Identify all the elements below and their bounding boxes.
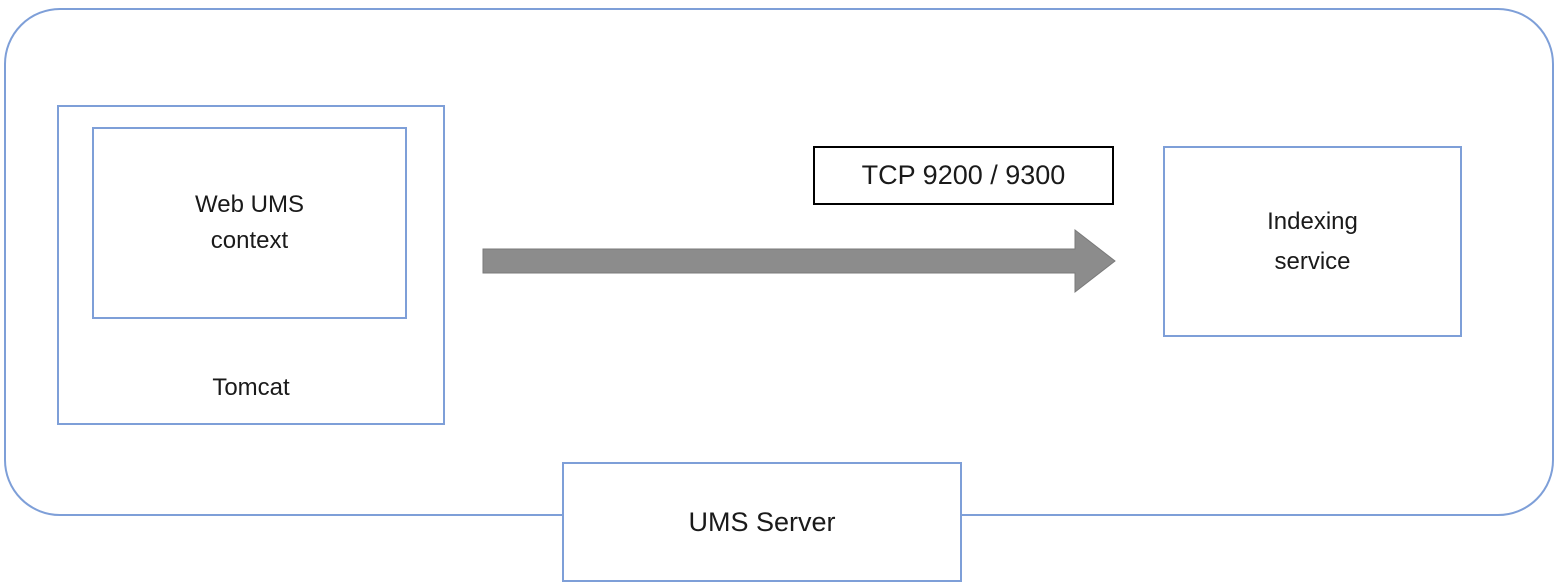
tcp-port-label-box: TCP 9200 / 9300: [813, 146, 1114, 205]
web-ums-context-box: Web UMS context: [92, 127, 407, 319]
indexing-service-box: Indexing service: [1163, 146, 1462, 337]
web-ums-context-label: Web UMS context: [195, 191, 304, 254]
tomcat-box: Web UMS context Tomcat: [57, 105, 445, 425]
ums-server-label: UMS Server: [688, 506, 836, 537]
indexing-service-label: Indexing service: [1267, 207, 1358, 275]
ums-server-box: UMS Server: [562, 462, 962, 582]
tomcat-label: Tomcat: [212, 374, 290, 401]
tcp-port-label: TCP 9200 / 9300: [861, 160, 1066, 190]
